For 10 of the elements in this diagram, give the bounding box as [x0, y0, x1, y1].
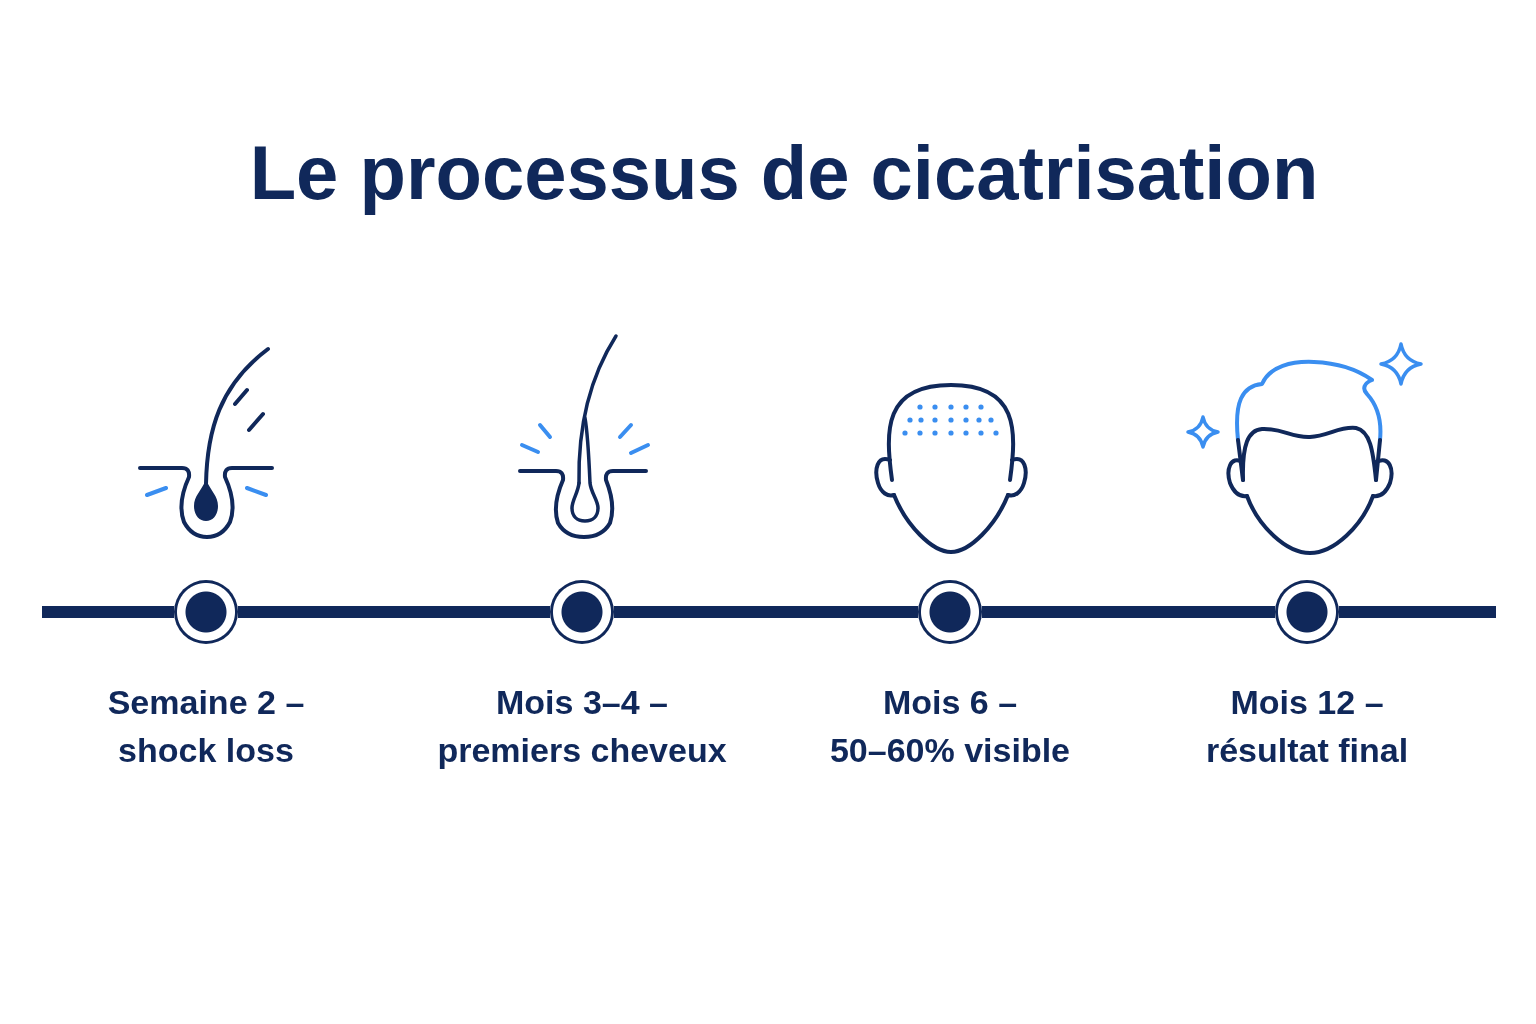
timeline-line	[982, 606, 1275, 618]
diagram-title: Le processus de cicatrisation	[249, 129, 1319, 217]
timeline-line	[614, 606, 918, 618]
milestone-label: Mois 6 – 50–60% visible	[828, 682, 1072, 771]
milestone-label: Semaine 2 – shock loss	[106, 682, 306, 771]
timeline-line	[1339, 606, 1496, 618]
timeline-line	[238, 606, 550, 618]
timeline-line	[42, 606, 174, 618]
milestone-label: Mois 3–4 – premiers cheveux	[436, 682, 728, 771]
milestone-label: Mois 12 – résultat final	[1204, 682, 1410, 771]
